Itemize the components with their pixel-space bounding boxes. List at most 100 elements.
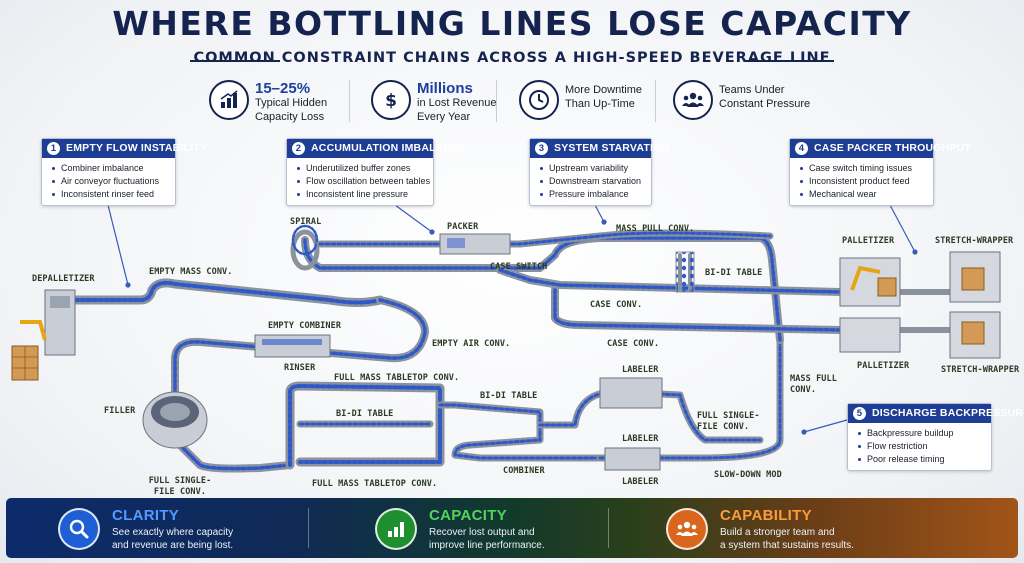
callout-item: Case switch timing issues <box>790 162 933 175</box>
label-full-single-file-right: FULL SINGLE-FILE CONV. <box>697 411 760 432</box>
conveyor-spiral <box>290 224 320 271</box>
label-rinser: RINSER <box>284 363 316 373</box>
stat-line: Than Up-Time <box>565 97 635 110</box>
conveyor-packer-feed <box>316 229 774 248</box>
callout-item: Underutilized buffer zones <box>287 162 433 175</box>
stat-line: Every Year <box>417 110 471 123</box>
stat-line: Typical Hidden <box>255 97 328 109</box>
label-stretch-wrapper-bottom: STRETCH-WRAPPER <box>941 365 1020 375</box>
label-packer: PACKER <box>447 222 479 232</box>
callout-item: Flow oscillation between tables <box>287 175 433 188</box>
conveyor-mass-full <box>301 234 784 344</box>
packer-machine <box>439 233 511 255</box>
conveyor-bidi-top <box>675 251 695 293</box>
callout-number: 1 <box>47 142 60 155</box>
label-stretch-wrapper-top: STRETCH-WRAPPER <box>935 236 1014 246</box>
label-mass-full-conv: MASS FULL CONV. <box>790 374 837 395</box>
callout-item: Poor release timing <box>848 453 991 466</box>
footer-heading: CAPACITY <box>429 507 507 524</box>
bar-chart-icon <box>209 80 249 120</box>
label-labeler-mid: LABELER <box>622 434 659 444</box>
bottling-line-diagram <box>11 204 1001 473</box>
label-bidi-table-mid: BI-DI TABLE <box>480 391 538 401</box>
label-spiral: SPIRAL <box>290 217 322 227</box>
callout-item: Upstream variability <box>530 162 651 175</box>
callout-item: Pressure imbalance <box>530 188 651 201</box>
stat-line: Capacity Loss <box>255 110 325 123</box>
footer-divider <box>308 508 309 548</box>
label-mass-pull-conv: MASS PULL CONV. <box>616 224 695 234</box>
callout-number: 2 <box>292 142 305 155</box>
stretch-wrapper-machine-top <box>949 251 1001 303</box>
label-empty-mass-conv: EMPTY MASS CONV. <box>149 267 233 277</box>
label-slow-down-mod: SLOW-DOWN MOD <box>714 470 782 480</box>
callout-case-packer-throughput: 4 CASE PACKER THROUGHPUT Case switch timi… <box>789 138 971 206</box>
callout-item: Inconsistent rinser feed <box>42 188 175 201</box>
rinser-machine <box>254 334 331 358</box>
label-filler: FILLER <box>104 406 136 416</box>
label-case-conv-2: CASE CONV. <box>607 339 660 349</box>
footer-banner: CLARITY See exactly where capacity and r… <box>6 498 1018 558</box>
callout-number: 5 <box>853 407 866 420</box>
callout-accumulation-imbalance: 2 ACCUMULATION IMBALANCE Underutilized bu… <box>286 138 466 206</box>
callout-discharge-backpressure: 5 DISCHARGE BACKPRESSURE Backpressure bui… <box>847 403 1024 471</box>
page-subtitle: COMMON CONSTRAINT CHAINS ACROSS A HIGH-S… <box>193 50 831 66</box>
callout-title: ACCUMULATION IMBALANCE <box>311 142 467 154</box>
clock-icon <box>519 80 559 120</box>
callout-item: Inconsistent product feed <box>790 175 933 188</box>
label-combiner: COMBINER <box>503 466 545 476</box>
stat-value: 15–25% <box>255 80 311 97</box>
label-empty-air-conv: EMPTY AIR CONV. <box>432 339 511 349</box>
conveyor-empty-air-loop <box>171 296 429 399</box>
footer-line: See exactly where capacity <box>112 527 234 538</box>
team-icon <box>666 508 708 550</box>
stat-line: Constant Pressure <box>719 97 811 110</box>
label-full-mass-tabletop-bottom: FULL MASS TABLETOP CONV. <box>312 479 438 489</box>
callout-leaders <box>107 204 918 435</box>
svg-text:$: $ <box>385 91 397 111</box>
callout-item: Air conveyor fluctuations <box>42 175 175 188</box>
callout-title: DISCHARGE BACKPRESSURE <box>872 407 1024 419</box>
footer-line: and revenue are being lost. <box>112 540 234 551</box>
callout-item: Inconsistent line pressure <box>287 188 433 201</box>
callout-item: Downstream starvation <box>530 175 651 188</box>
label-full-mass-tabletop-top: FULL MASS TABLETOP CONV. <box>334 373 460 383</box>
callout-number: 4 <box>795 142 808 155</box>
subtitle-rule-right <box>744 60 834 62</box>
label-full-single-file-left: FULL SINGLE-FILE CONV. <box>148 476 212 497</box>
footer-heading: CAPABILITY <box>720 507 812 524</box>
team-icon <box>673 80 713 120</box>
label-labeler-bottom: LABELER <box>622 477 659 487</box>
footer-line: Build a stronger team and <box>720 527 835 538</box>
labeler-machine-top <box>599 377 663 409</box>
conveyor-full-mass-tabletop <box>285 381 445 470</box>
stat-separator <box>655 80 656 122</box>
label-depalletizer: DEPALLETIZER <box>32 274 95 284</box>
callout-title: EMPTY FLOW INSTABILITY <box>66 142 208 154</box>
callout-number: 3 <box>535 142 548 155</box>
palletizer-machine-bottom <box>839 317 901 353</box>
label-palletizer-bottom: PALLETIZER <box>857 361 910 371</box>
callout-empty-flow-instability: 1 EMPTY FLOW INSTABILITY Combiner imbalan… <box>41 138 207 206</box>
dollar-icon: $ <box>371 80 411 120</box>
label-labeler-top: LABELER <box>622 365 659 375</box>
footer-line: improve line performance. <box>429 540 545 551</box>
stat-line: More Downtime <box>565 84 643 96</box>
label-palletizer-top: PALLETIZER <box>842 236 895 246</box>
labeler-machine-bottom <box>604 447 661 471</box>
palletizer-machine-top <box>839 257 901 307</box>
footer-line: a system that sustains results. <box>720 540 854 551</box>
subtitle-rule-left <box>190 60 280 62</box>
label-case-conv-1: CASE CONV. <box>590 300 643 310</box>
stat-separator <box>496 80 497 122</box>
callout-item: Backpressure buildup <box>848 427 991 440</box>
stat-separator <box>349 80 350 122</box>
callout-item: Combiner imbalance <box>42 162 175 175</box>
stat-line: Teams Under <box>719 84 785 96</box>
label-bidi-table-left: BI-DI TABLE <box>336 409 394 419</box>
depalletizer-machine <box>11 289 76 381</box>
growth-chart-icon <box>375 508 417 550</box>
callout-title: CASE PACKER THROUGHPUT <box>814 142 972 154</box>
conveyor-bidi-mid <box>436 401 604 462</box>
